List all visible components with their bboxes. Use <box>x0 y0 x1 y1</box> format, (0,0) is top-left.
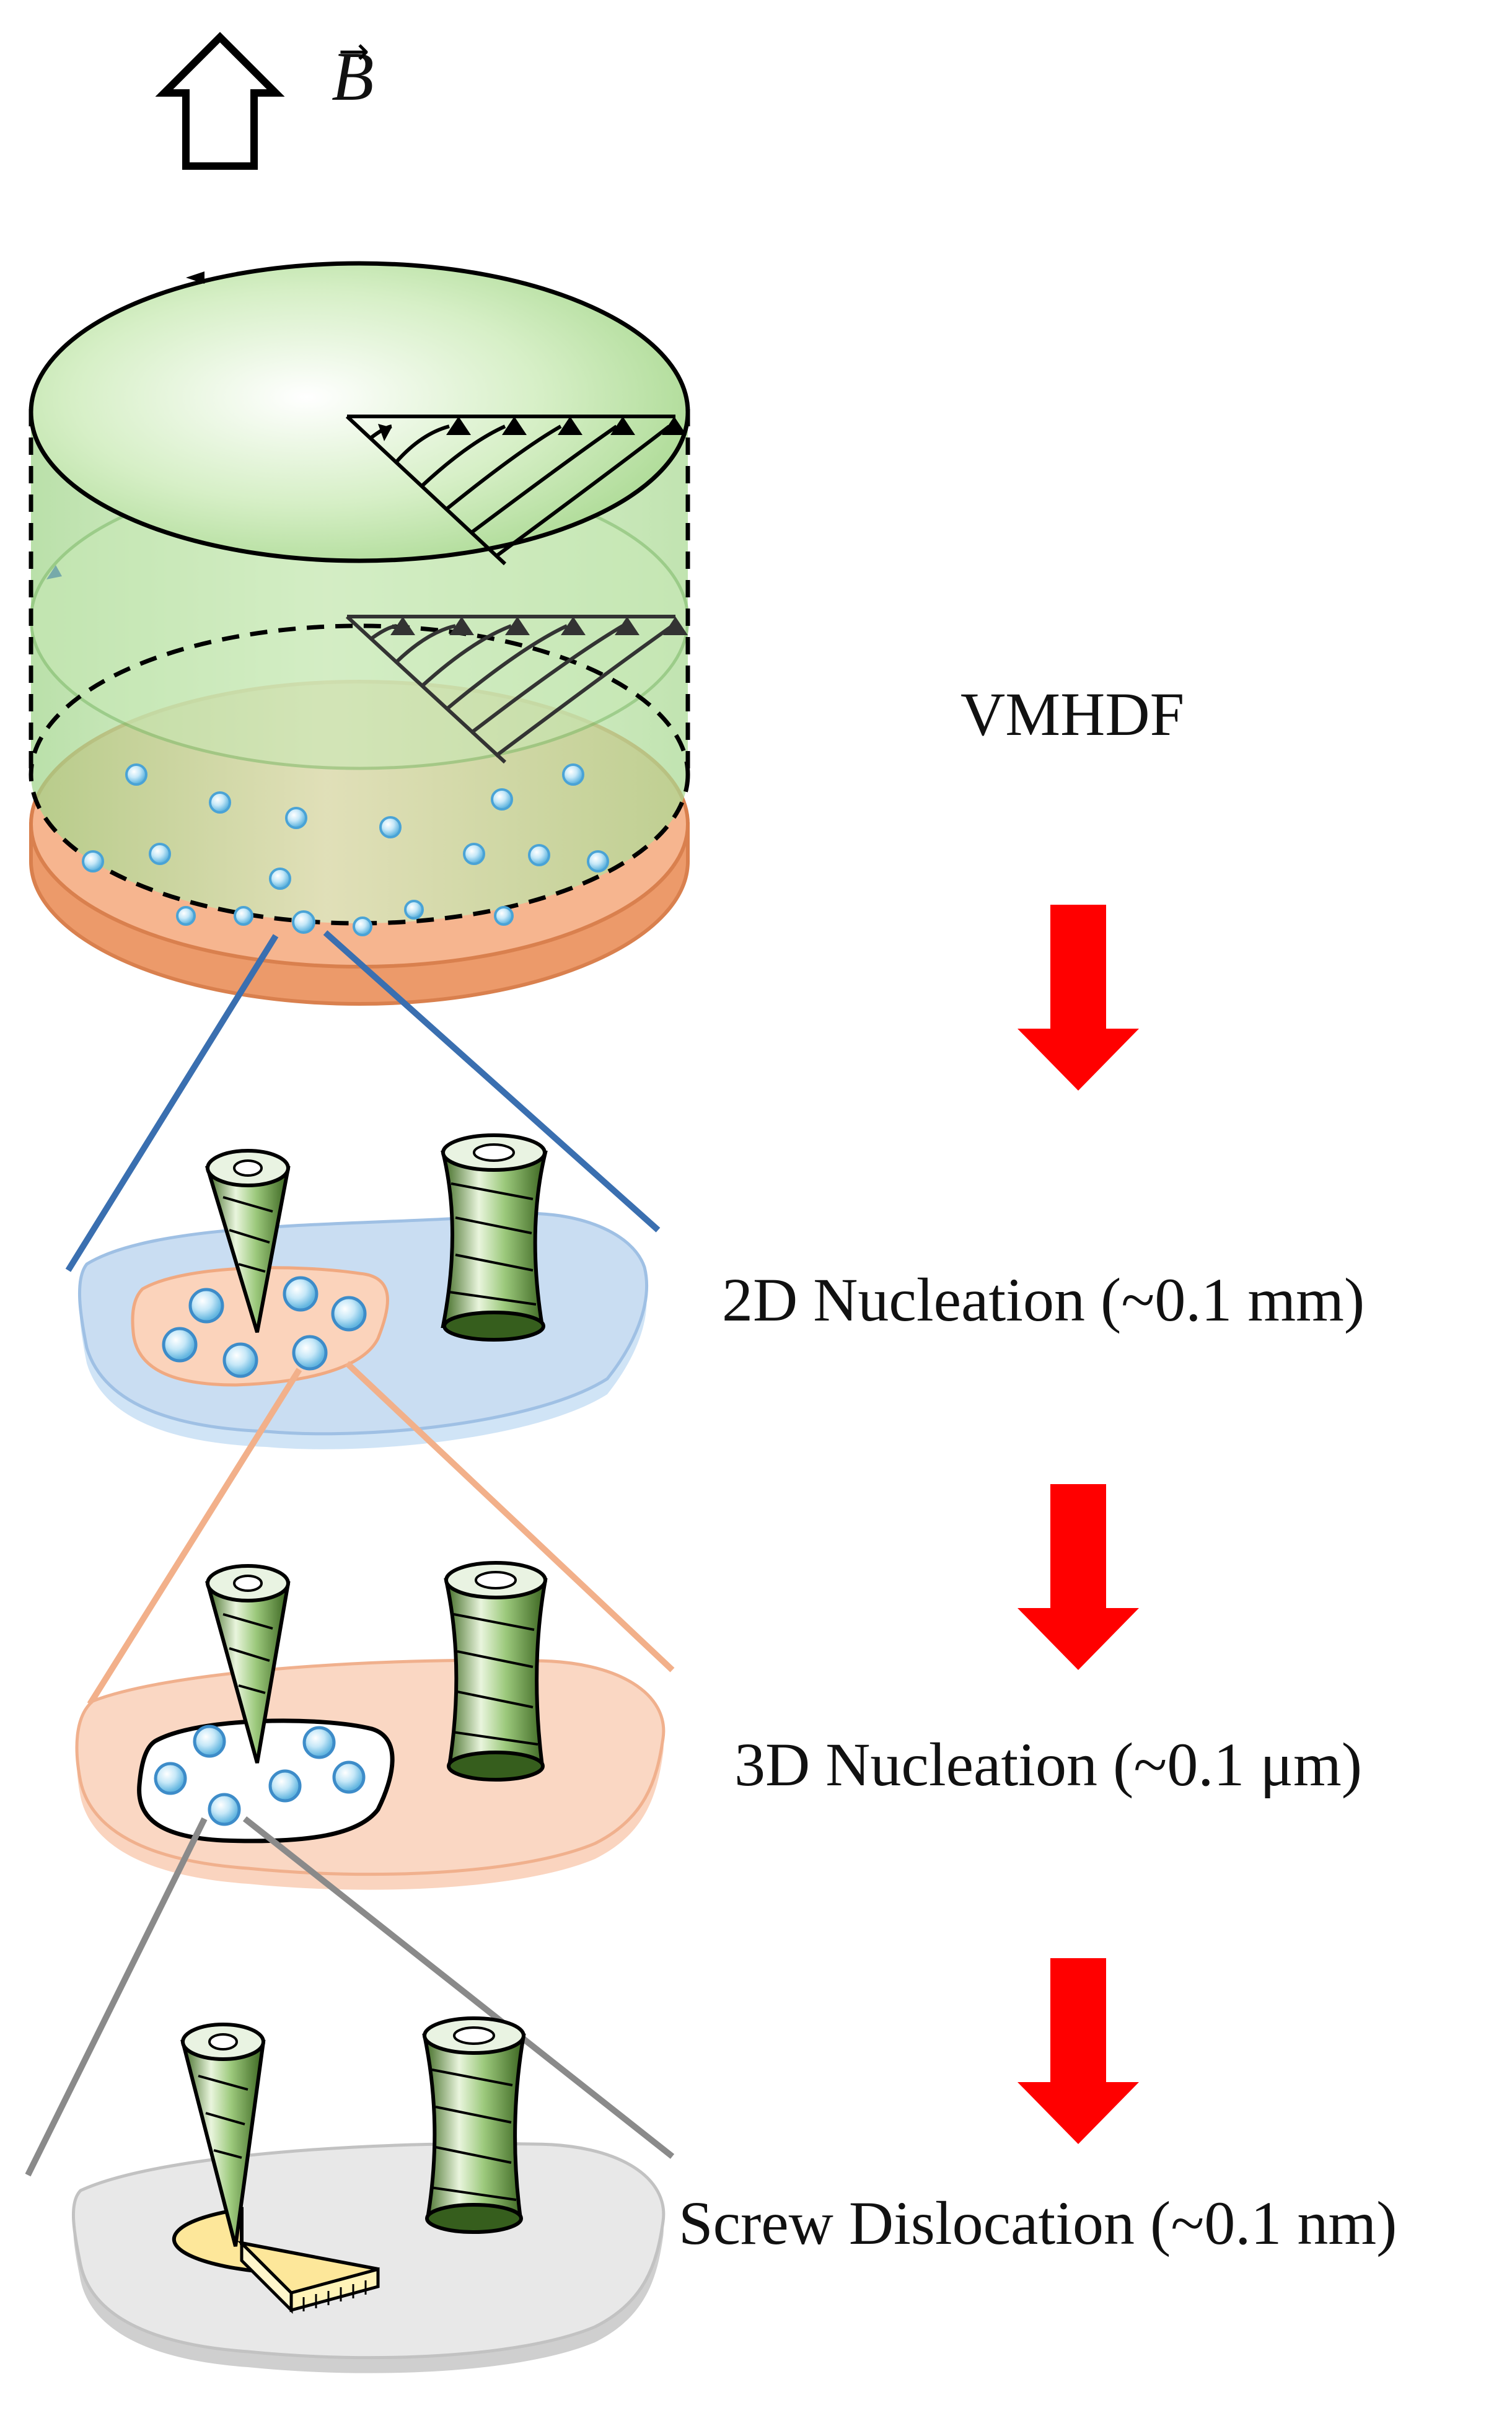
vortex-column-1 <box>441 1133 548 1342</box>
vortex-cone-3 <box>180 2023 266 2247</box>
stage-label-screw-dislocation: Screw Dislocation (~0.1 nm) <box>679 2189 1397 2257</box>
vortex-column-2 <box>444 1561 548 1782</box>
vortex-cone-1 <box>204 1149 291 1333</box>
progress-arrow-1 <box>1018 905 1139 1091</box>
panel-2d-nucleation <box>77 1211 648 1449</box>
vortex-column-3 <box>422 2016 526 2234</box>
zoom-lines-1 <box>65 930 661 1272</box>
nuclei-bubbles <box>82 763 609 936</box>
stage-label-vmhdf: VMHDF <box>960 680 1185 749</box>
zoom-lines-3 <box>25 1816 675 2177</box>
velocity-profile-top <box>345 415 675 566</box>
magnetic-field-arrow <box>155 32 285 170</box>
vector-arrow-icon: → <box>338 30 370 73</box>
vortex-cone-2 <box>205 1564 291 1764</box>
zoom-lines-2 <box>87 1361 675 1706</box>
stage-label-2d-nucleation: 2D Nucleation (~0.1 mm) <box>722 1265 1365 1334</box>
velocity-profile-mid <box>345 615 675 764</box>
progress-arrow-2 <box>1018 1484 1139 1670</box>
progress-arrow-3 <box>1018 1958 1139 2144</box>
velocity-profile-top-heads <box>378 416 687 441</box>
stage-label-3d-nucleation: 3D Nucleation (~0.1 μm) <box>734 1730 1363 1799</box>
velocity-profile-mid-heads <box>390 617 688 635</box>
magnetic-field-label: B <box>332 38 374 115</box>
flow-cylinder <box>29 261 690 1006</box>
panel-3d-nucleation <box>75 1658 666 1890</box>
panel-screw-dislocation <box>71 2142 666 2373</box>
